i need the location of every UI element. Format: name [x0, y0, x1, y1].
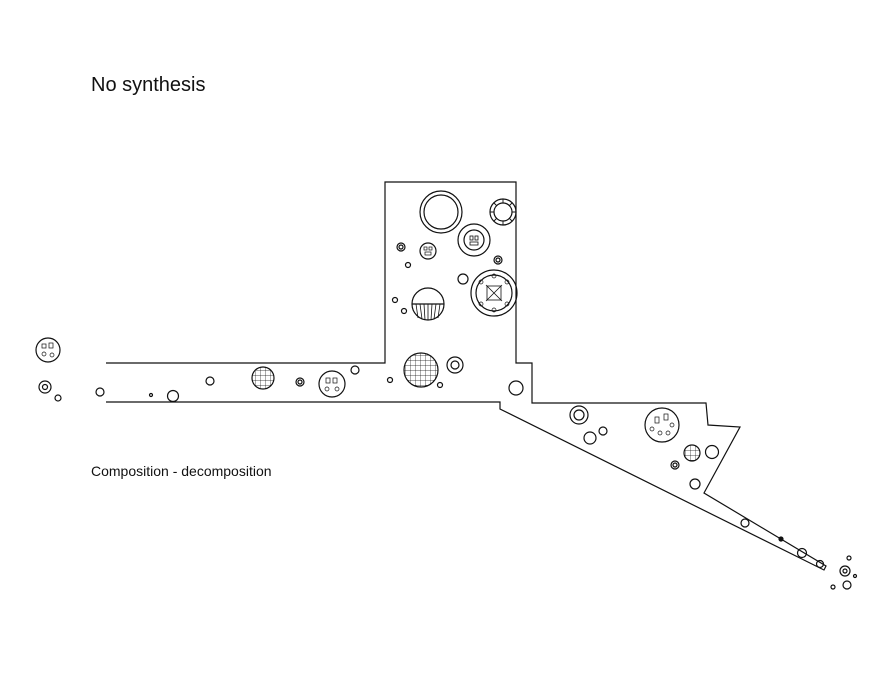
wing-seating-room [644, 407, 680, 443]
diagram-title: No synthesis [91, 74, 206, 96]
outdoor-seating [35, 337, 61, 363]
grid-room-left [251, 366, 275, 390]
grid-room-small [683, 444, 701, 462]
dome-room [411, 287, 445, 321]
small-seating-room [419, 242, 437, 260]
grid-room-large [403, 352, 439, 388]
wheel-room [489, 198, 517, 226]
seating-room [457, 223, 491, 257]
corridor-seating-room [318, 370, 346, 398]
concentric-markers [38, 242, 851, 577]
column-markers [54, 261, 858, 590]
ring-room [419, 190, 463, 234]
gathering-hall [470, 269, 518, 317]
diagram-caption: Composition - decomposition [91, 463, 272, 479]
building-outline [106, 181, 827, 571]
